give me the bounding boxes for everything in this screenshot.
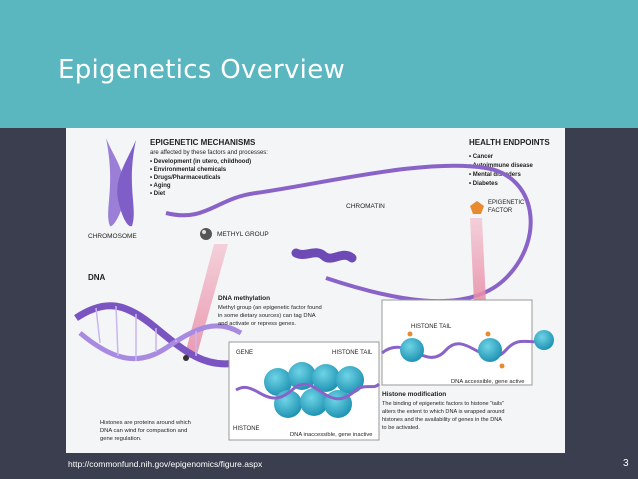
- wrapped-dna: [235, 382, 381, 401]
- mechanisms-heading: EPIGENETIC MECHANISMS: [150, 138, 256, 147]
- histone-tail-label: HISTONE TAIL: [411, 324, 452, 330]
- histones-note: gene regulation.: [100, 436, 142, 442]
- histone-mod-text: The binding of epigenetic factors to his…: [382, 401, 504, 407]
- methylation-text: Methyl group (an epigenetic factor found: [218, 305, 322, 311]
- histone-open: [400, 338, 424, 362]
- histones-note: DNA can wind for compaction and: [100, 428, 187, 434]
- dna-accessible-label: DNA accessible, gene active: [451, 379, 524, 385]
- source-link[interactable]: http://commonfund.nih.gov/epigenomics/fi…: [68, 459, 263, 469]
- methylation-text: and activate or repress genes.: [218, 321, 296, 327]
- title-bar: [0, 0, 638, 128]
- health-item: • Diabetes: [469, 181, 498, 187]
- mechanism-item: • Environmental chemicals: [150, 167, 227, 173]
- chromatin-label: CHROMATIN: [346, 203, 385, 210]
- slide-title: Epigenetics Overview: [58, 55, 346, 85]
- chromosome-label: CHROMOSOME: [88, 233, 137, 240]
- histone-mod-text: histones and the availability of genes i…: [382, 417, 502, 423]
- histone-mod-text: alters the extent to which DNA is wrappe…: [382, 409, 505, 415]
- histones-note: Histones are proteins around which: [100, 420, 191, 426]
- mechanism-item: • Aging: [150, 183, 171, 189]
- epigenetic-factor-label: FACTOR: [488, 208, 513, 214]
- dna-inaccessible-label: DNA inaccessible, gene inactive: [290, 432, 373, 438]
- epigenetic-factor-label: EPIGENETIC: [488, 200, 525, 206]
- dna-label: DNA: [88, 273, 106, 282]
- epigenetic-factor-icon: [470, 201, 484, 214]
- chromatin-coil: [291, 248, 357, 263]
- page-number: 3: [623, 458, 629, 469]
- methylation-text: in some dietary sources) can tag DNA: [218, 313, 316, 319]
- health-heading: HEALTH ENDPOINTS: [469, 138, 550, 147]
- histone-mod-text: to be activated.: [382, 425, 420, 431]
- mechanism-item: • Diet: [150, 191, 165, 197]
- methyl-tag: [183, 355, 189, 361]
- histone-tail-label: HISTONE TAIL: [332, 350, 373, 356]
- histone-mod-heading: Histone modification: [382, 391, 446, 398]
- chromosome-icon: [106, 138, 136, 227]
- methyl-group-label: METHYL GROUP: [217, 231, 269, 238]
- methyl-group-icon: [200, 228, 212, 240]
- factor-arrow: [470, 218, 486, 303]
- histone-open: [478, 338, 502, 362]
- health-item: • Mental disorders: [469, 172, 521, 178]
- mechanism-item: • Drugs/Pharmaceuticals: [150, 175, 221, 181]
- mechanism-item: • Development (in utero, childhood): [150, 159, 251, 165]
- health-item: • Autoimmune disease: [469, 163, 534, 169]
- gene-label: GENE: [236, 350, 253, 356]
- histone-open: [534, 330, 554, 350]
- epigenetics-figure: CHROMOSOME EPIGENETIC MECHANISMS are aff…: [66, 128, 565, 453]
- histone-label: HISTONE: [233, 426, 260, 432]
- histone-cluster: [264, 362, 364, 418]
- methylation-heading: DNA methylation: [218, 295, 270, 302]
- mechanisms-subheading: are affected by these factors and proces…: [150, 150, 268, 156]
- health-item: • Cancer: [469, 154, 494, 160]
